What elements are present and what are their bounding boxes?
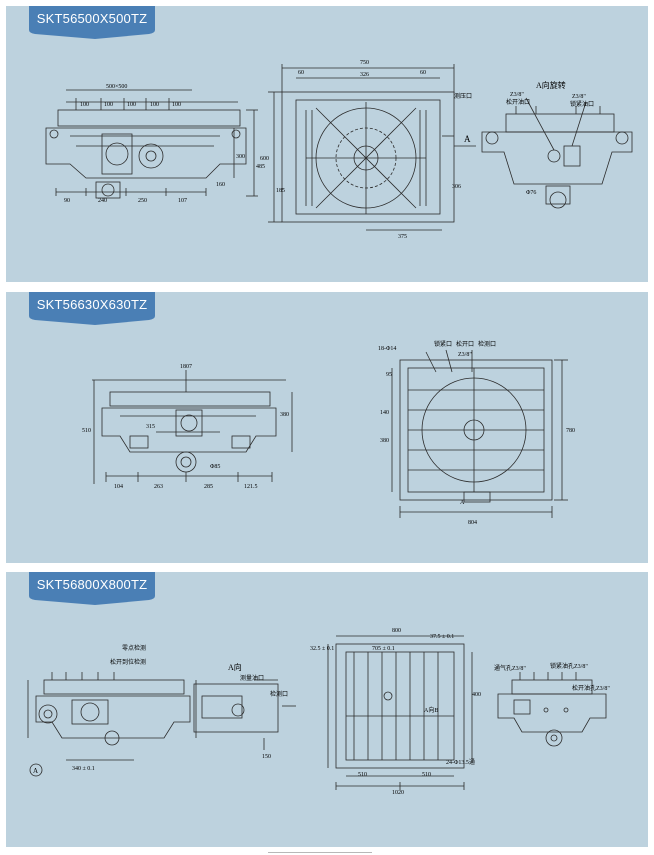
tag-shape — [29, 292, 155, 325]
top-width: 800 — [392, 628, 401, 634]
top-dim-2: 705 ± 0.1 — [372, 646, 395, 652]
front-view-label: A向 — [228, 662, 242, 672]
side-release: 松开油孔Z3/8" — [572, 684, 610, 692]
side-vent: 通气孔Z3/8" — [494, 664, 526, 672]
view-a-thread-1: Z3/8" — [510, 92, 524, 98]
top-release: 松开口 — [456, 340, 474, 348]
front-note-2: 松开到位检测 — [110, 658, 146, 666]
panel-skt56800: SKT56800X800TZ — [6, 572, 648, 847]
view-a-thread-2: Z3/8" — [572, 94, 586, 100]
side-clamp: 锁紧油孔Z3/8" — [550, 662, 588, 670]
front-check-port: 检测口 — [270, 690, 288, 698]
top-right-60: 60 — [420, 70, 426, 76]
panel-skt56500: SKT56500X500TZ — [6, 6, 648, 282]
top-inner-width: 326 — [360, 72, 369, 78]
front-dim-2: 100 — [104, 102, 113, 108]
front-view — [27, 672, 296, 777]
front-bottom-4: 121.5 — [244, 484, 258, 490]
top-thread: Z3/8" — [458, 352, 472, 358]
top-view — [268, 64, 476, 231]
model-tag: SKT56630X630TZ — [29, 292, 163, 326]
panel-skt56630: SKT56630X630TZ — [6, 292, 648, 563]
top-side-2: 185 — [276, 188, 285, 194]
top-dim-3: 380 — [380, 438, 389, 444]
top-right: 780 — [566, 428, 575, 434]
front-bottom-1: 90 — [64, 198, 70, 204]
top-dim-1: 95 — [386, 372, 392, 378]
front-top-label: 1807 — [180, 364, 192, 370]
drawing-skt56630: 1807 510 380 315 104 263 285 121.5 Φ85 1… — [82, 340, 575, 526]
top-holes: 24-Φ13.5通 — [446, 758, 475, 766]
drawing-skt56500: 500×500 100 100 100 100 100 300 485 160 … — [45, 60, 633, 240]
front-height-1: 300 — [236, 154, 245, 160]
front-dim-1: 340 ± 0.1 — [72, 766, 95, 772]
front-side-2: 380 — [280, 412, 289, 418]
front-dim-2: 150 — [262, 754, 271, 760]
top-check: 检测口 — [478, 340, 496, 348]
top-view — [327, 635, 473, 790]
front-view — [92, 370, 293, 484]
front-dim-1: 100 — [80, 102, 89, 108]
front-side-1: 510 — [82, 428, 91, 434]
top-dim-1: 37.5 ± 0.1 — [430, 634, 454, 640]
top-dim-3: 32.5 ± 0.1 — [310, 646, 334, 652]
view-a-release-port: 松开油口 — [506, 98, 530, 106]
top-right-dim: 400 — [472, 692, 481, 698]
front-bottom-3: 250 — [138, 198, 147, 204]
bottom-divider — [268, 852, 372, 853]
front-bottom-1: 104 — [114, 484, 123, 490]
top-dim-2: 140 — [380, 410, 389, 416]
view-a — [481, 97, 633, 209]
top-gauge-port: 测压口 — [454, 92, 472, 100]
front-mid: 315 — [146, 424, 155, 430]
front-note-1: 零点检测 — [122, 644, 146, 652]
side-view — [497, 672, 607, 747]
front-gauge-port: 测量油口 — [240, 674, 264, 682]
front-height-2: 485 — [256, 164, 265, 170]
model-tag: SKT56800X800TZ — [29, 572, 163, 606]
top-section-mark: A — [464, 134, 471, 144]
top-bottom-3: 1020 — [392, 790, 404, 796]
front-bottom-2: 240 — [98, 198, 107, 204]
top-view — [391, 349, 568, 518]
view-a-clamp-port: 锁紧油口 — [570, 100, 594, 108]
drawing-skt56800: 零点检测 松开到位检测 A向 测量油口 检测口 340 ± 0.1 150 A … — [27, 628, 610, 796]
top-side-1: 600 — [260, 156, 269, 162]
tag-shape — [29, 572, 155, 605]
front-dim-5: 100 — [172, 102, 181, 108]
top-bottom: 804 — [468, 520, 477, 526]
front-dim-3: 100 — [127, 102, 136, 108]
top-holes: 18-Φ14 — [378, 346, 396, 352]
top-bottom-dim: 375 — [398, 234, 407, 240]
top-view-label: A向B — [424, 706, 438, 714]
front-bottom-2: 263 — [154, 484, 163, 490]
tag-shape — [29, 6, 155, 39]
front-dim-top: 500×500 — [106, 84, 127, 90]
top-clamp: 锁紧口 — [434, 340, 452, 348]
front-bottom-3: 285 — [204, 484, 213, 490]
top-section: A — [460, 500, 465, 506]
model-name: SKT56500X500TZ — [36, 11, 148, 26]
front-height-3: 160 — [216, 182, 225, 188]
front-section: A — [33, 767, 38, 775]
model-name: SKT56800X800TZ — [36, 577, 148, 592]
model-tag: SKT56500X500TZ — [29, 6, 163, 40]
front-view — [45, 89, 258, 199]
top-right-dim: 306 — [452, 184, 461, 190]
top-width: 750 — [360, 60, 369, 66]
view-a-diameter: Φ76 — [526, 190, 536, 196]
top-left-60: 60 — [298, 70, 304, 76]
front-dim-4: 100 — [150, 102, 159, 108]
top-bottom-1: 510 — [358, 772, 367, 778]
front-dia: Φ85 — [210, 464, 220, 470]
top-bottom-2: 510 — [422, 772, 431, 778]
front-bottom-4: 107 — [178, 198, 187, 204]
view-a-title: A向旋转 — [536, 80, 566, 90]
model-name: SKT56630X630TZ — [36, 297, 148, 312]
